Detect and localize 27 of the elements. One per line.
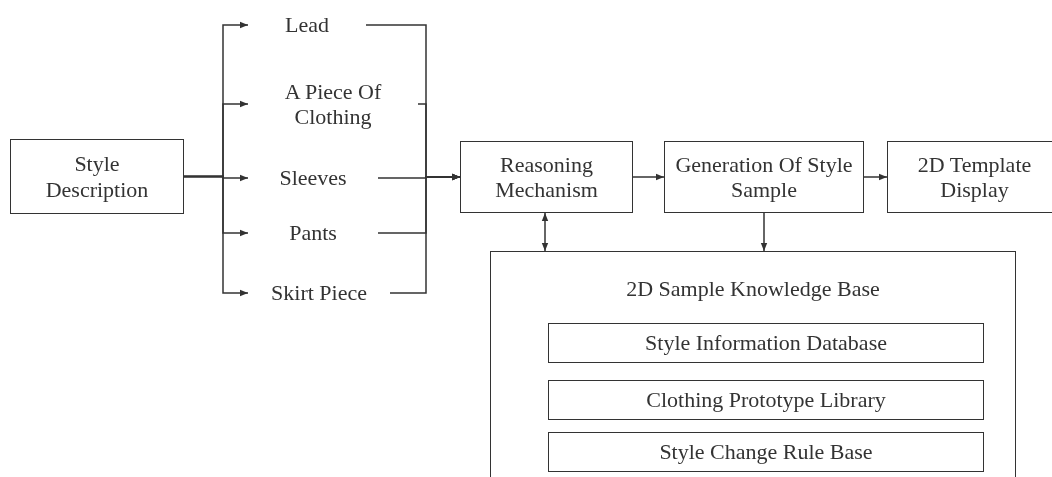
- node-label: Skirt Piece: [271, 280, 367, 306]
- node-label: Lead: [285, 12, 329, 38]
- arrow: [863, 173, 888, 181]
- process-box: [887, 141, 1052, 213]
- node-label: Style Change Rule Base: [659, 439, 873, 465]
- node-label: Pants: [289, 220, 337, 246]
- node-label: 2D Template Display: [916, 151, 1033, 203]
- process-box: [548, 432, 984, 472]
- node-label: Style Description: [44, 151, 150, 202]
- node-label: Generation Of Style Sample: [674, 151, 854, 203]
- arrow: [183, 175, 249, 297]
- process-box: [548, 323, 984, 363]
- node-label: Style Information Database: [645, 330, 887, 356]
- process-box: [460, 141, 633, 213]
- node-label: Reasoning Mechanism: [494, 151, 599, 203]
- process-box: [548, 380, 984, 420]
- node-label: Clothing Prototype Library: [646, 387, 886, 413]
- process-box: [664, 141, 864, 213]
- panel-heading: 2D Sample Knowledge Base: [626, 276, 880, 302]
- arrow: [760, 212, 768, 252]
- process-box: [10, 139, 184, 214]
- node-label: A Piece Of Clothing: [283, 78, 383, 130]
- knowledge-base-panel: [490, 251, 1016, 477]
- arrow: [632, 173, 665, 181]
- node-label: Sleeves: [279, 165, 347, 191]
- arrow: [389, 173, 461, 294]
- arrow: [541, 212, 549, 252]
